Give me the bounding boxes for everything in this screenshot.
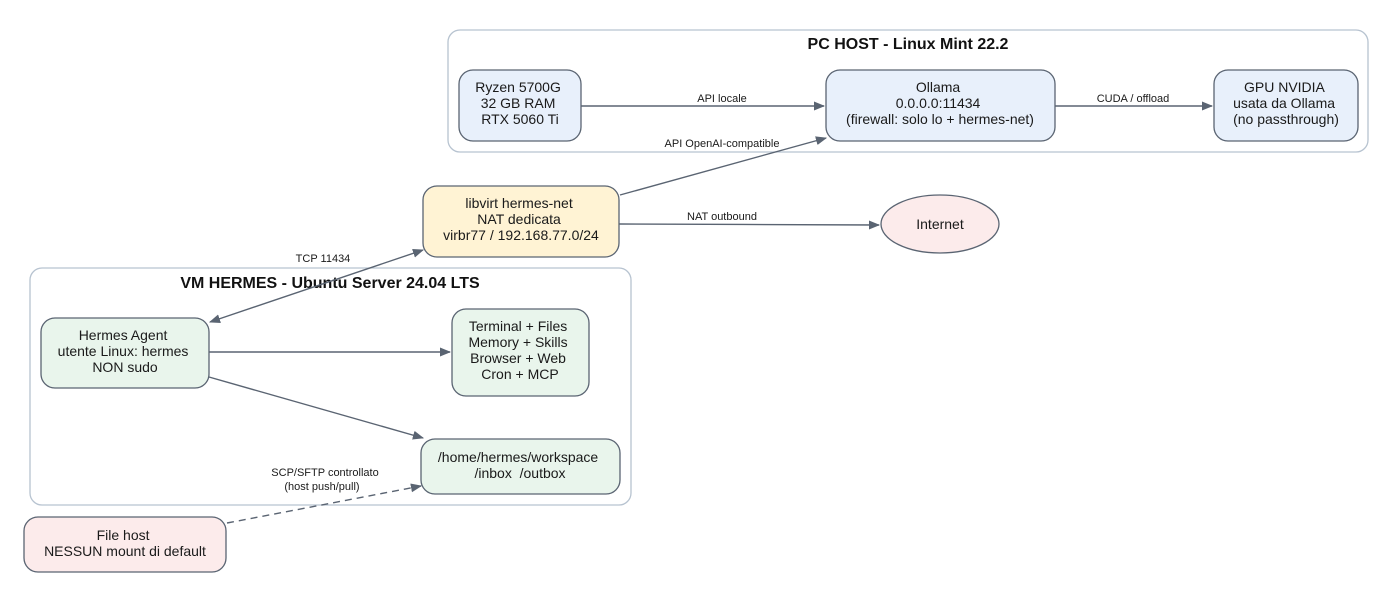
- node-tools-line2: Memory + Skills: [468, 334, 567, 350]
- node-ollama-line1: Ollama: [916, 79, 961, 95]
- node-workspace-line1: /home/hermes/workspace: [438, 449, 599, 465]
- node-ryzen-line2: 32 GB RAM: [481, 95, 556, 111]
- node-gpu-line2: usata da Ollama: [1233, 95, 1335, 111]
- node-file-host[interactable]: File host NESSUN mount di default: [23, 516, 227, 573]
- edge-agent-workspace: [208, 376, 425, 440]
- node-filehost-line2: NESSUN mount di default: [44, 543, 206, 559]
- cluster-pc-host-title: PC HOST - Linux Mint 22.2: [808, 36, 1009, 53]
- svg-text:Ryzen 5700G 32 GB RAM: Ryzen 5700G 32 GB RAM RTX 5060 Ti: [475, 79, 565, 127]
- node-workspace[interactable]: /home/hermes/workspace /inbox /outbox: [420, 438, 621, 495]
- node-libvirt-line3: virbr77 / 192.168.77.0/24: [443, 227, 599, 243]
- node-tools-line3: Browser + Web: [470, 350, 566, 366]
- edge-api-locale: API locale: [581, 93, 826, 111]
- svg-text:File host NESSUN mount d: File host NESSUN mount di default: [44, 527, 206, 559]
- edge-openai-compatible-label: API OpenAI-compatible: [665, 138, 780, 150]
- cluster-vm-hermes-title: VM HERMES - Ubuntu Server 24.04 LTS: [180, 275, 480, 292]
- node-agent-line2: utente Linux: hermes: [58, 343, 189, 359]
- node-tools[interactable]: Terminal + Files Memory + Skills Browser…: [451, 308, 590, 397]
- node-agent-line1: Hermes Agent: [79, 327, 168, 343]
- svg-text:Ollama 0.0.0.0:11434: Ollama 0.0.0.0:11434 (firewall: solo lo …: [846, 79, 1034, 127]
- node-ollama-line3: (firewall: solo lo + hermes-net): [846, 111, 1034, 127]
- edge-tcp-11434: TCP 11434: [208, 248, 425, 324]
- node-ollama-line2: 0.0.0.0:11434: [896, 95, 981, 111]
- edge-scp-sftp: SCP/SFTP controllato (host push/pull): [226, 467, 423, 524]
- svg-text:Hermes Agent utente Linu: Hermes Agent utente Linux: hermes NON su…: [58, 327, 193, 375]
- node-tools-line1: Terminal + Files: [469, 318, 567, 334]
- node-workspace-line2: /inbox /outbox: [474, 465, 565, 481]
- node-internet[interactable]: Internet: [880, 194, 1000, 254]
- edge-scp-sftp-label-line1: SCP/SFTP controllato: [271, 467, 378, 479]
- node-ryzen-line3: RTX 5060 Ti: [481, 111, 559, 127]
- edge-cuda-offload-label: CUDA / offload: [1097, 93, 1170, 105]
- node-tools-line4: Cron + MCP: [481, 366, 558, 382]
- svg-text:GPU NVIDIA usata da Olla: GPU NVIDIA usata da Ollama (no passthrou…: [1233, 79, 1339, 127]
- edge-cuda-offload: CUDA / offload: [1055, 93, 1214, 111]
- node-gpu-line1: GPU NVIDIA: [1244, 79, 1326, 95]
- node-gpu-nvidia[interactable]: GPU NVIDIA usata da Ollama (no passthrou…: [1213, 69, 1359, 142]
- node-ryzen-line1: Ryzen 5700G: [475, 79, 561, 95]
- edge-nat-outbound-label: NAT outbound: [687, 211, 757, 223]
- edge-scp-sftp-label-line2: (host push/pull): [284, 481, 359, 493]
- edge-openai-compatible: API OpenAI-compatible: [619, 136, 828, 196]
- svg-text:libvirt hermes-net NAT d: libvirt hermes-net NAT dedicata virbr77 …: [443, 195, 599, 243]
- svg-text:/home/hermes/workspace /: /home/hermes/workspace /inbox /outbox: [438, 449, 602, 481]
- node-ollama[interactable]: Ollama 0.0.0.0:11434 (firewall: solo lo …: [825, 69, 1056, 142]
- node-filehost-line1: File host: [97, 527, 150, 543]
- node-internet-label: Internet: [916, 216, 964, 232]
- edge-nat-outbound: NAT outbound: [618, 211, 881, 230]
- node-libvirt-line2: NAT dedicata: [477, 211, 561, 227]
- node-libvirt-line1: libvirt hermes-net: [465, 195, 572, 211]
- edge-api-locale-label: API locale: [697, 93, 747, 105]
- node-ryzen[interactable]: Ryzen 5700G 32 GB RAM RTX 5060 Ti: [458, 69, 582, 142]
- svg-text:Terminal + Files Memory: Terminal + Files Memory + Skills Browser…: [468, 318, 571, 382]
- node-agent-line3: NON sudo: [92, 359, 158, 375]
- node-hermes-agent[interactable]: Hermes Agent utente Linux: hermes NON su…: [40, 317, 210, 389]
- node-gpu-line3: (no passthrough): [1233, 111, 1339, 127]
- edge-tcp-11434-label: TCP 11434: [296, 253, 351, 265]
- node-libvirt-network[interactable]: libvirt hermes-net NAT dedicata virbr77 …: [422, 185, 620, 258]
